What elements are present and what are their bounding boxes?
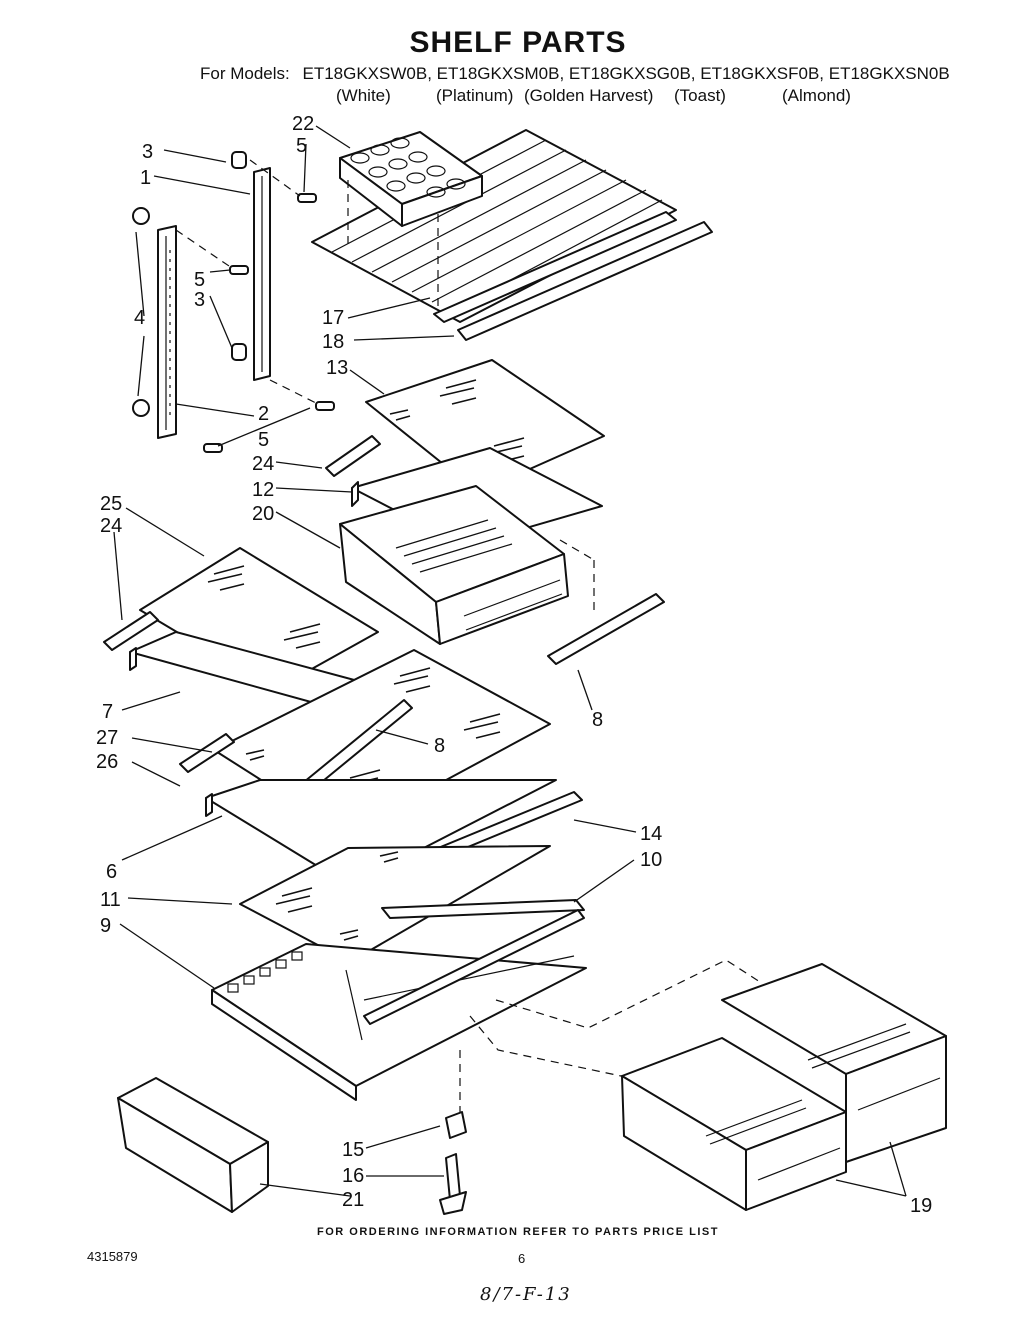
callout-8-right: 8 bbox=[592, 709, 603, 731]
finish-toast: (Toast) bbox=[674, 86, 726, 105]
callout-20: 20 bbox=[252, 503, 274, 525]
callout-27: 27 bbox=[96, 727, 118, 749]
models-list: ET18GKXSW0B, ET18GKXSM0B, ET18GKXSG0B, E… bbox=[302, 64, 950, 83]
callout-22: 22 bbox=[292, 113, 314, 135]
shelf-trim-8-right bbox=[547, 593, 665, 665]
page-title: SHELF PARTS bbox=[409, 26, 627, 59]
callout-19: 19 bbox=[910, 1195, 932, 1217]
handwritten-note: 8/7-F-13 bbox=[480, 1284, 572, 1305]
screw-c bbox=[315, 401, 335, 411]
callout-21: 21 bbox=[342, 1189, 364, 1211]
callout-1: 1 bbox=[140, 167, 151, 189]
callout-4: 4 bbox=[134, 307, 145, 329]
finish-white: (White) bbox=[336, 86, 391, 105]
callout-5-left: 5 bbox=[194, 269, 205, 291]
shelf-trim-24-upper bbox=[325, 435, 381, 477]
callout-26: 26 bbox=[96, 751, 118, 773]
document-number: 4315879 bbox=[87, 1249, 138, 1264]
shelf-frame-6 bbox=[205, 779, 557, 887]
callout-7: 7 bbox=[102, 701, 113, 723]
callout-11: 11 bbox=[100, 889, 121, 911]
callout-18: 18 bbox=[322, 331, 344, 353]
wire-shelf bbox=[311, 129, 677, 323]
shelf-trim-24-left bbox=[103, 611, 159, 651]
control-shaft-16 bbox=[439, 1153, 467, 1215]
callout-2: 2 bbox=[258, 403, 269, 425]
storage-bin-21 bbox=[117, 1077, 269, 1213]
finish-golden-harvest: (Golden Harvest) bbox=[524, 86, 654, 105]
callout-15: 15 bbox=[342, 1139, 364, 1161]
crisper-cover-glass-11 bbox=[239, 845, 551, 963]
callout-12: 12 bbox=[252, 479, 274, 501]
leader-lines bbox=[113, 125, 907, 1197]
callout-6: 6 bbox=[106, 861, 117, 883]
rail-cap-top-left bbox=[132, 207, 150, 225]
callout-3-middle: 3 bbox=[194, 289, 205, 311]
callout-5-bottom: 5 bbox=[258, 429, 269, 451]
callout-14: 14 bbox=[640, 823, 662, 845]
callout-8-center: 8 bbox=[434, 735, 445, 757]
shelf-trim-10 bbox=[381, 899, 585, 919]
callout-9: 9 bbox=[100, 915, 111, 937]
rail-cap-middle-right bbox=[231, 343, 247, 361]
shelf-rail-left bbox=[157, 225, 177, 439]
control-knob-15 bbox=[445, 1111, 467, 1139]
callout-5-top: 5 bbox=[296, 135, 307, 157]
crisper-drawer-front bbox=[621, 1037, 847, 1211]
rail-cap-bottom-left bbox=[132, 399, 150, 417]
ordering-note: FOR ORDERING INFORMATION REFER TO PARTS … bbox=[317, 1226, 719, 1238]
models-prefix: For Models: bbox=[200, 64, 290, 83]
callout-17: 17 bbox=[322, 307, 344, 329]
ice-cube-tray bbox=[339, 131, 483, 227]
screw-a bbox=[297, 193, 317, 203]
callout-10: 10 bbox=[640, 849, 662, 871]
callout-16: 16 bbox=[342, 1165, 364, 1187]
page-number: 6 bbox=[518, 1251, 526, 1266]
screw-b bbox=[229, 265, 249, 275]
finish-platinum: (Platinum) bbox=[436, 86, 514, 105]
crisper-cover-frame-9 bbox=[211, 909, 587, 1101]
shelf-trim-26 bbox=[179, 733, 235, 773]
crisper-drawer-rear bbox=[721, 963, 947, 1163]
finish-almond: (Almond) bbox=[782, 86, 851, 105]
callout-25: 25 bbox=[100, 493, 122, 515]
callout-3-top: 3 bbox=[142, 141, 153, 163]
callout-24-left: 24 bbox=[100, 515, 122, 537]
crisper-pan-upper bbox=[339, 485, 569, 645]
model-line: For Models: ET18GKXSW0B, ET18GKXSM0B, ET… bbox=[200, 64, 950, 84]
callout-24-upper: 24 bbox=[252, 453, 274, 475]
shelf-trim-lower bbox=[457, 221, 713, 341]
shelf-trim-front bbox=[433, 211, 677, 323]
screw-d bbox=[203, 443, 223, 453]
callout-13: 13 bbox=[326, 357, 348, 379]
rail-cap-top-right bbox=[231, 151, 247, 169]
shelf-rail-right bbox=[253, 167, 271, 381]
